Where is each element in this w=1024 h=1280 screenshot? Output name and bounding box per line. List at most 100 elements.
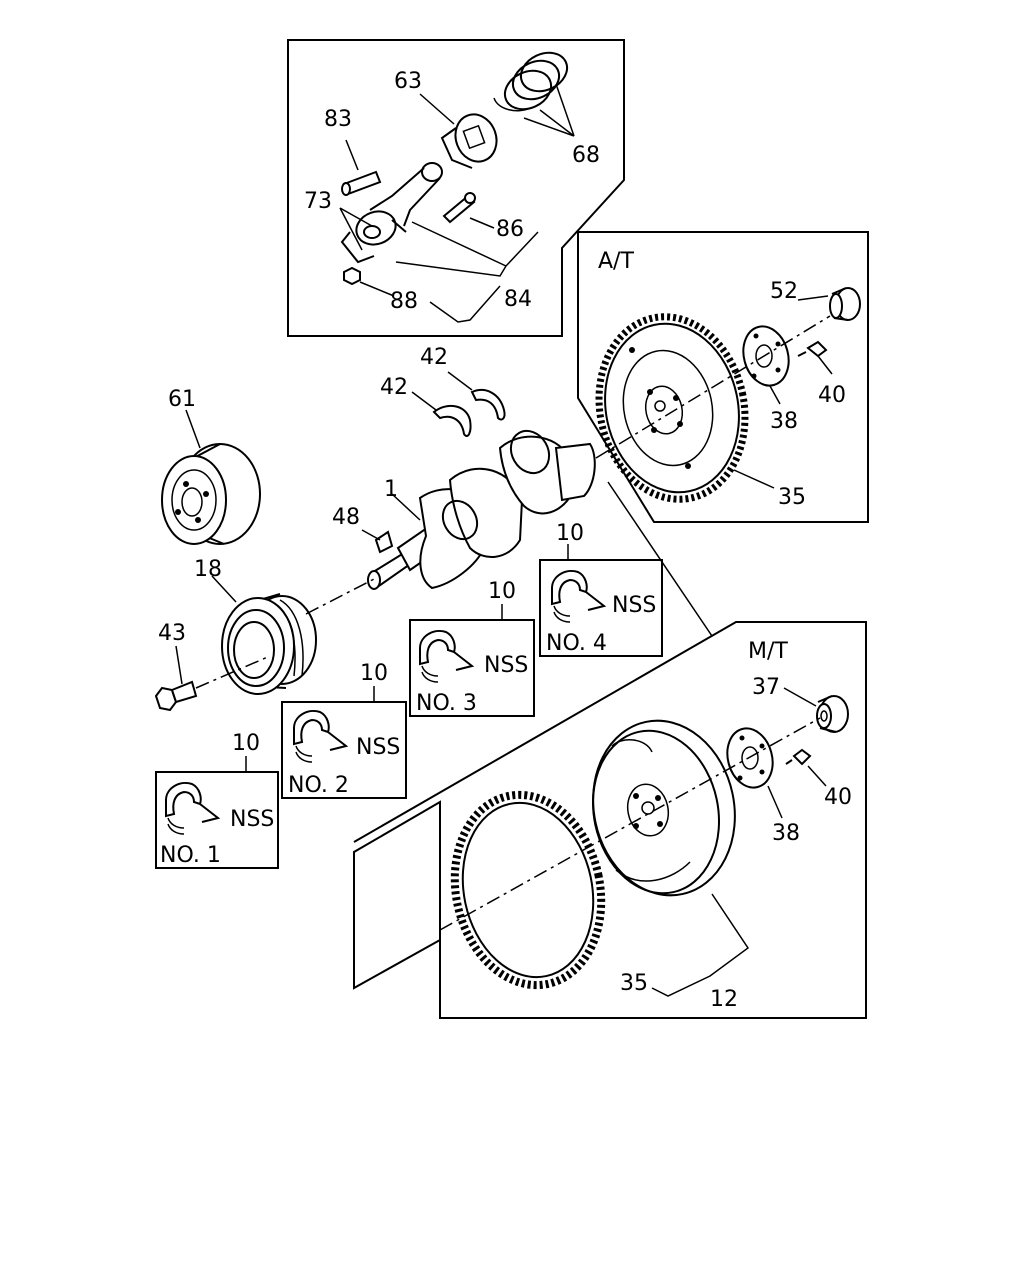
at-mt-connector: [607, 481, 713, 637]
mt-pilot-bearing: [816, 695, 849, 733]
leader-88: [359, 281, 501, 323]
leader-12: [651, 893, 750, 997]
bearing-box-4-frame: [539, 559, 663, 657]
bearing-2-ref: 10: [360, 661, 388, 686]
label-88: 88: [390, 289, 418, 314]
label-86: 86: [496, 217, 524, 242]
leader-38-mt: [767, 785, 783, 819]
at-pilot-bushing: [829, 287, 861, 321]
mt-ring-gear: [450, 790, 606, 990]
front-centerline-b: [305, 577, 377, 615]
at-title: A/T: [598, 249, 634, 274]
leader-83: [345, 139, 359, 171]
label-84: 84: [504, 287, 532, 312]
at-bolt: [797, 340, 828, 358]
label-83: 83: [324, 107, 352, 132]
front-centerline-a: [195, 655, 271, 689]
leader-1: [391, 493, 421, 521]
bearing-1-ref: 10: [232, 731, 260, 756]
leader-48: [361, 529, 381, 541]
bearing-4-nss: NSS: [612, 593, 656, 618]
conrod-bolt: [442, 192, 476, 224]
conrod-nut: [343, 266, 361, 286]
at-centerline: [595, 315, 831, 459]
label-35-mt: 35: [620, 971, 648, 996]
thrust-washer-upper: [470, 389, 506, 421]
label-38-mt: 38: [772, 821, 800, 846]
label-68: 68: [572, 143, 600, 168]
thrust-washers: 42 42: [380, 345, 506, 438]
harmonic-damper: 18: [194, 557, 317, 695]
leader-40-at: [817, 355, 833, 375]
label-42-left: 42: [380, 375, 408, 400]
bearing-box-3[interactable]: 10 NSS NO. 3: [409, 579, 535, 717]
leader-63: [419, 93, 455, 125]
crank-bolt: 43: [154, 621, 198, 712]
leader-35-at: [733, 469, 775, 489]
bearing-box-1-frame: [155, 771, 279, 869]
leader-38-at: [769, 385, 781, 405]
bearing-1-no: NO. 1: [160, 843, 221, 868]
label-43: 43: [158, 621, 186, 646]
piston-rings: [493, 51, 569, 112]
leader-43: [175, 645, 183, 685]
crankshaft: 1 48: [332, 429, 596, 590]
bearing-3-ref: 10: [488, 579, 516, 604]
piston-box-frame: [287, 39, 625, 337]
piston-pin: [341, 170, 382, 196]
label-52: 52: [770, 279, 798, 304]
at-box: A/T: [577, 231, 869, 523]
mt-flywheel: [592, 719, 736, 897]
bearing-box-2[interactable]: 10 NSS NO. 2: [281, 661, 407, 799]
label-40-mt: 40: [824, 785, 852, 810]
label-48: 48: [332, 505, 360, 530]
bearing-4-ref: 10: [556, 521, 584, 546]
leader-40-mt: [807, 765, 827, 787]
piston: [440, 113, 498, 169]
leader-61: [185, 409, 201, 449]
mt-title: M/T: [748, 639, 788, 664]
label-37: 37: [752, 675, 780, 700]
connecting-rod: [340, 162, 443, 264]
bearing-1-nss: NSS: [230, 807, 274, 832]
crank-pulley: 61: [161, 387, 261, 545]
label-35-at: 35: [778, 485, 806, 510]
label-42-top: 42: [420, 345, 448, 370]
leader-52: [797, 295, 829, 301]
bearing-4-no: NO. 4: [546, 631, 607, 656]
leader-18: [211, 575, 237, 603]
mt-box-frame: [353, 621, 867, 1019]
leader-42-top: [447, 371, 473, 391]
mt-box: M/T: [353, 621, 867, 1019]
leader-84: [395, 221, 539, 277]
bearing-3-nss: NSS: [484, 653, 528, 678]
bearing-box-3-frame: [409, 619, 535, 717]
at-flexplate: [595, 313, 749, 503]
leader-42-left: [411, 391, 437, 411]
bearing-box-1[interactable]: 10 NSS NO. 1: [155, 731, 279, 869]
label-18: 18: [194, 557, 222, 582]
at-plate: [742, 325, 790, 387]
crank-key: [374, 530, 394, 554]
leader-73: [339, 207, 373, 251]
bearing-2-no: NO. 2: [288, 773, 349, 798]
label-73: 73: [304, 189, 332, 214]
leader-86: [469, 217, 495, 229]
bearing-3-no: NO. 3: [416, 691, 477, 716]
bearing-2-nss: NSS: [356, 735, 400, 760]
thrust-washer-lower: [432, 404, 472, 438]
label-40-at: 40: [818, 383, 846, 408]
label-38-at: 38: [770, 409, 798, 434]
mt-plate: [726, 727, 774, 789]
bearing-box-4[interactable]: 10 NSS NO. 4: [539, 521, 663, 657]
label-63: 63: [394, 69, 422, 94]
mt-centerline: [439, 717, 821, 931]
mt-bolt: [785, 748, 812, 766]
leader-68: [523, 83, 575, 137]
label-12: 12: [710, 987, 738, 1012]
label-1: 1: [384, 477, 398, 502]
at-box-frame: [577, 231, 869, 523]
piston-conrod-box: 63 83 68 73 86 84 88: [287, 39, 625, 337]
